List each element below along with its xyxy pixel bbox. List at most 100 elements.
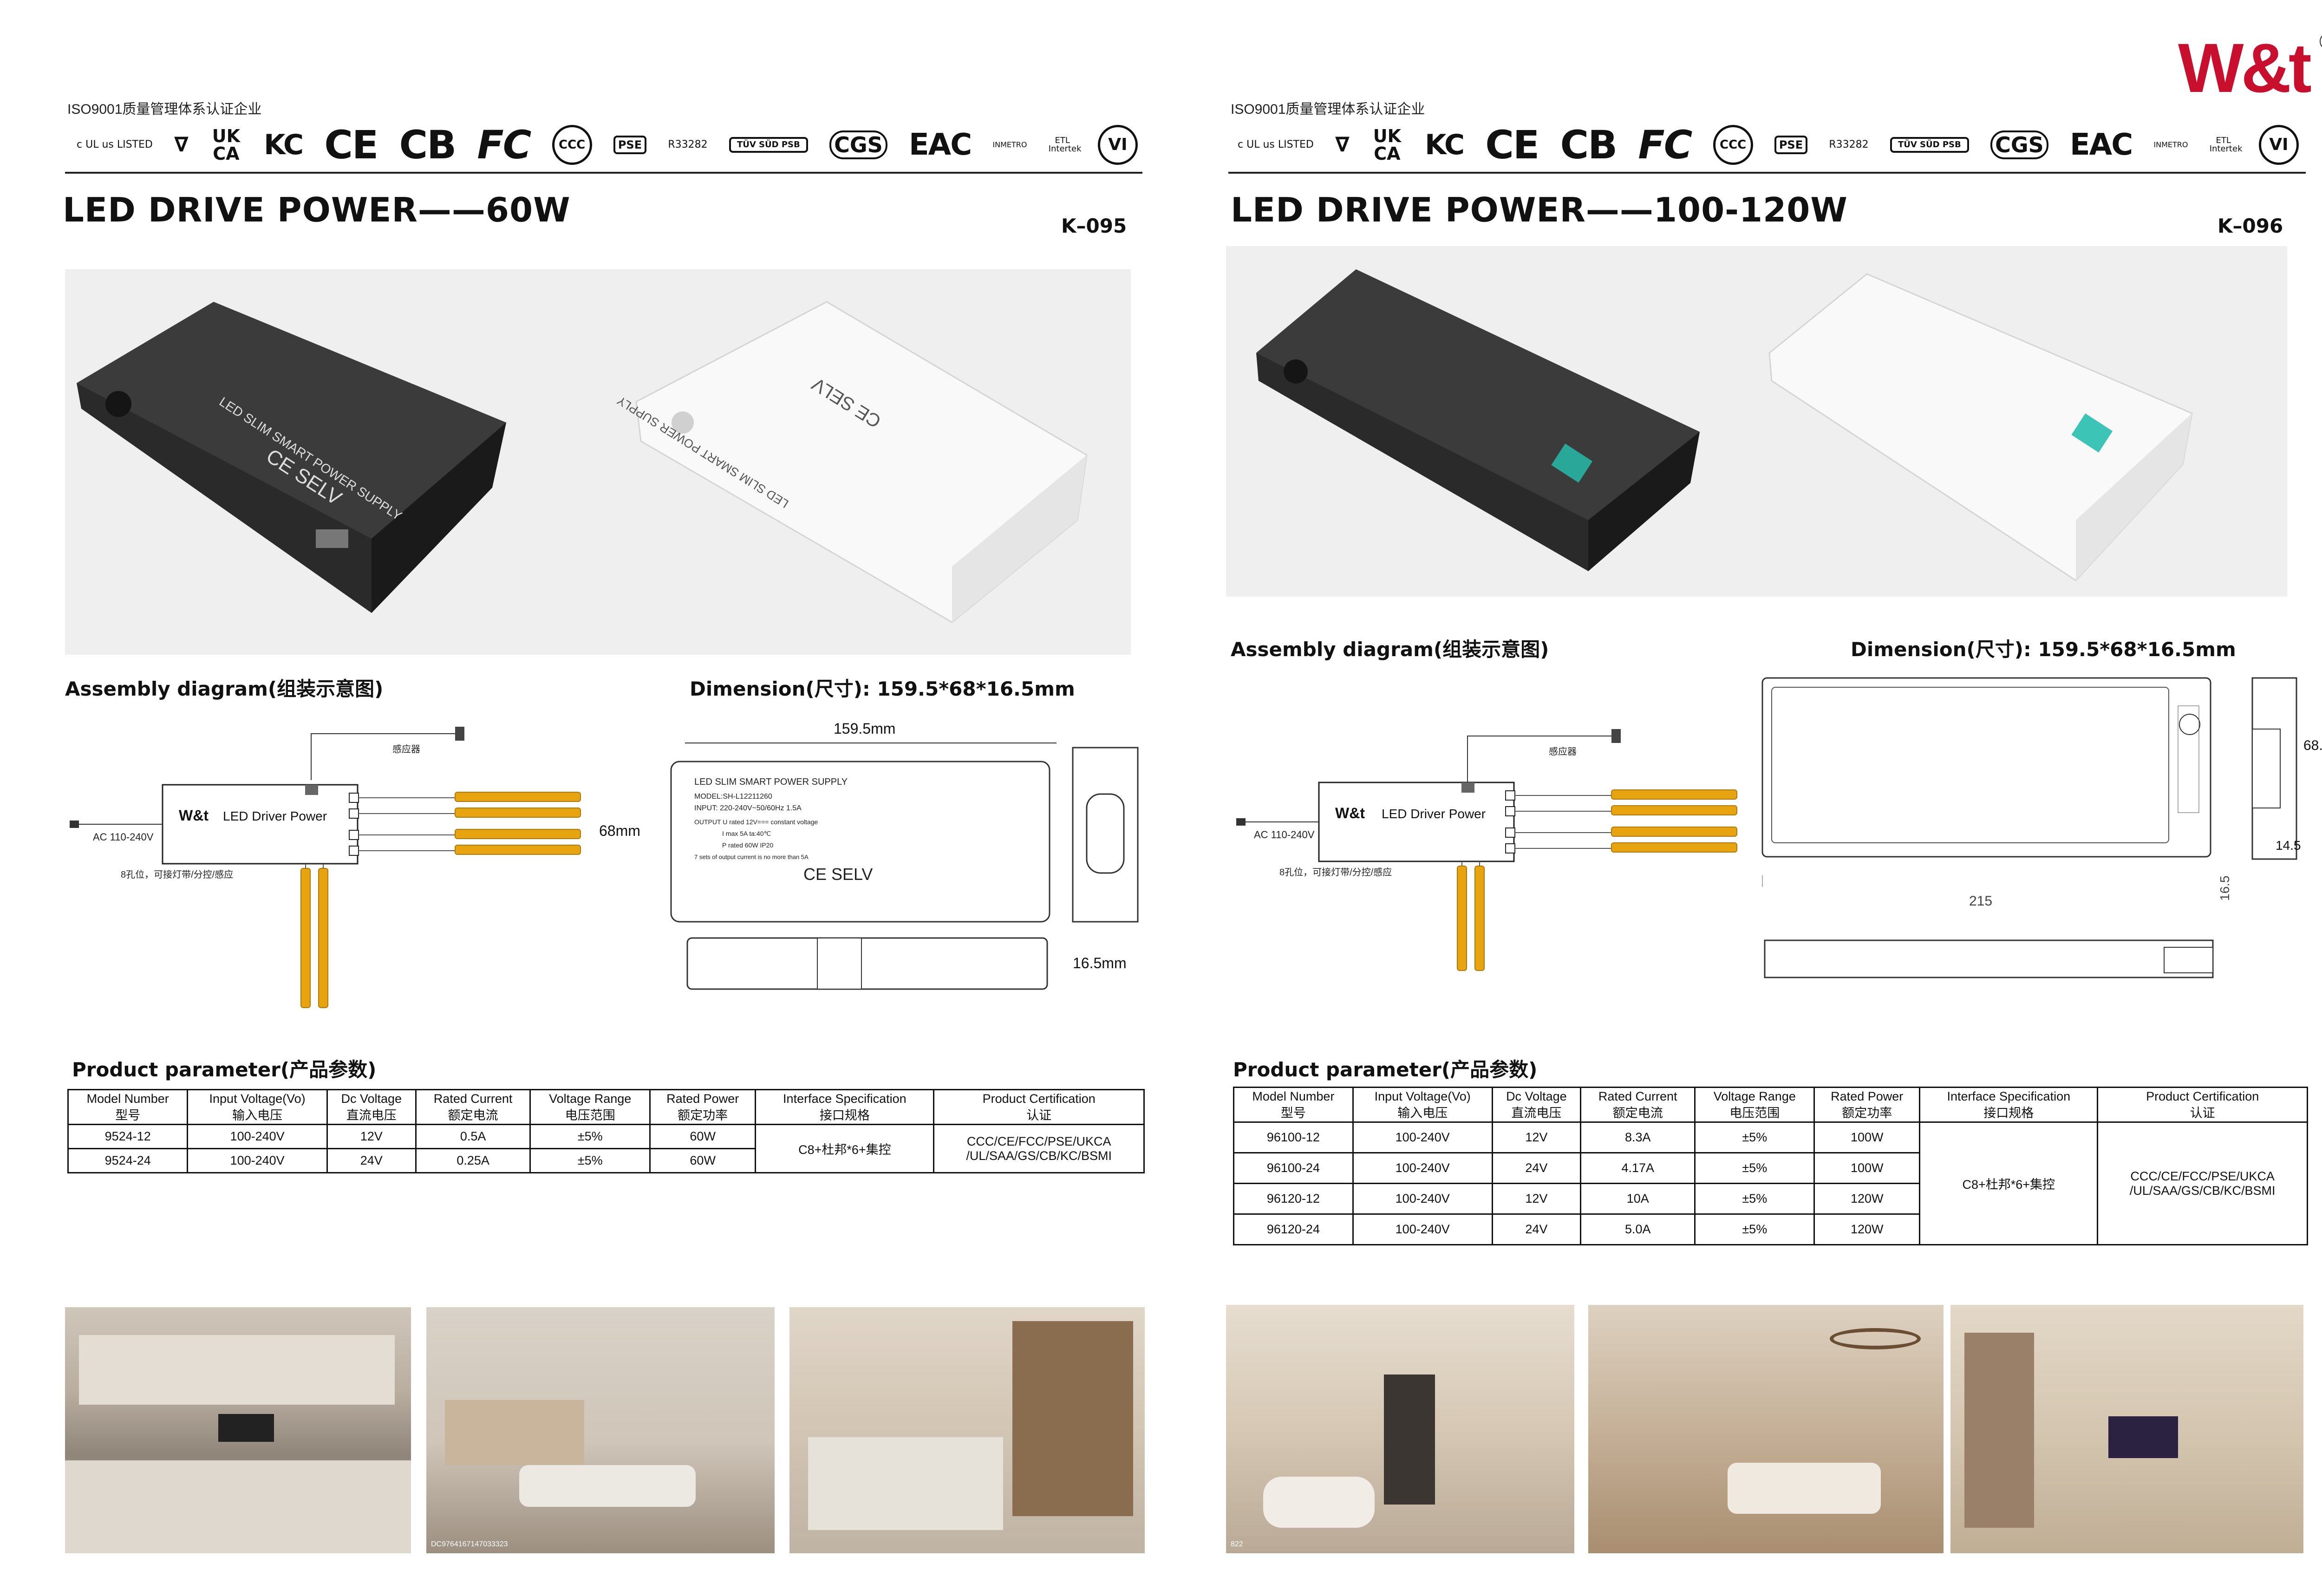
assembly-title-left: Assembly diagram(组装示意图) (65, 677, 384, 700)
black-driver-unit-large (1256, 269, 1700, 571)
table-row: 96100-12 100-240V 12V 8.3A ±5% 100W C8+杜… (1233, 1121, 2308, 1245)
ccc-icon: CCC (552, 125, 592, 165)
svg-text:LED SLIM SMART POWER SUPPLY: LED SLIM SMART POWER SUPPLY (694, 777, 848, 787)
driver-label: LED Driver Power (1382, 807, 1486, 821)
driver-box (162, 784, 359, 865)
sensor-label: 感应器 (1549, 746, 1577, 757)
cb-icon: CB (399, 122, 457, 168)
led-strips-vertical (300, 868, 328, 1008)
svg-text:I max 5A ta:40℃: I max 5A ta:40℃ (722, 830, 771, 837)
length-label: 215 (1969, 893, 1992, 909)
cert-row-right: c UL us LISTED ∇ UK CA KC CE CB FC CCC P… (1238, 122, 2299, 168)
white-driver-unit-large (1768, 273, 2193, 581)
inmetro-icon: INMETRO (2153, 140, 2188, 149)
height-label: 68mm (599, 822, 640, 839)
ul-listed-icon: c UL us LISTED (1238, 139, 1314, 150)
assembly-title-right: Assembly diagram(组装示意图) (1231, 638, 1549, 661)
iso-statement-right: ISO9001质量管理体系认证企业 (1231, 102, 1425, 117)
driver-label: LED Driver Power (223, 809, 327, 823)
led-strips-vertical (1457, 866, 1485, 971)
width-label: 159.5mm (834, 720, 895, 737)
black-driver-unit: LED SLIM SMART POWER SUPPLY CE SELV (77, 302, 506, 613)
ac-label: AC 110-240V (93, 831, 154, 843)
vi-icon: VI (2258, 125, 2299, 165)
svg-text:MODEL:SH-L12211260: MODEL:SH-L12211260 (694, 793, 772, 801)
param-title-right: Product parameter(产品参数) (1233, 1058, 1538, 1081)
cert-row-left: c UL us LISTED ∇ UK CA KC CE CB FC CCC P… (77, 122, 1138, 168)
room-caption-left: DC9764167147033323 (431, 1540, 508, 1548)
page-title-left: LED DRIVE POWER——60W (63, 190, 571, 229)
pse-icon: PSE (613, 136, 647, 154)
fc-icon: FC (1638, 122, 1692, 168)
certification-cell: CCC/CE/FCC/PSE/UKCA/UL/SAA/GS/CB/KC/BSMI (933, 1124, 1145, 1173)
room-photo-living-2 (1588, 1305, 1944, 1553)
iso-statement-left: ISO9001质量管理体系认证企业 (67, 102, 262, 117)
table-row: 9524-12 100-240V 12V 0.5A ±5% 60W C8+杜邦*… (67, 1124, 1145, 1173)
room-caption-right: 822 (1231, 1540, 1243, 1548)
room-photo-tv-wall (1950, 1305, 2303, 1553)
room-photo-kitchen-2 (789, 1307, 1145, 1553)
thickness-label: 16.5 (2218, 876, 2232, 901)
assembly-note: 8孔位，可接灯带/分控/感应 (121, 869, 233, 880)
product-code-left: K–095 (1061, 215, 1127, 237)
interface-cell: C8+杜邦*6+集控 (755, 1124, 935, 1173)
cb-icon: CB (1560, 122, 1618, 168)
tuv-psb-icon: TÜV SÜD PSB (729, 137, 808, 153)
room-photo-hallway: 822 (1226, 1305, 1574, 1553)
room-photo-living-1: DC9764167147033323 (426, 1307, 775, 1553)
ac-label: AC 110-240V (1254, 829, 1315, 840)
driver-box (1318, 782, 1515, 862)
svg-text:INPUT: 220-240V~50/60Hz 1.5A: INPUT: 220-240V~50/60Hz 1.5A (694, 804, 802, 812)
ukca-triangle-icon: ∇ (1335, 133, 1350, 156)
divider-left (65, 172, 1142, 174)
divider-right (1228, 172, 2306, 174)
white-driver-unit: LED SLIM SMART POWER SUPPLY CE SELV (614, 301, 1088, 623)
param-title-left: Product parameter(产品参数) (72, 1058, 377, 1081)
ukca-icon: UK CA (1373, 126, 1402, 164)
ukca-triangle-icon: ∇ (174, 133, 189, 156)
room-photo-kitchen-1 (65, 1307, 411, 1553)
cgs-icon: CGS (1990, 130, 2048, 159)
top-view (670, 761, 1050, 923)
thickness-label: 16.5mm (1073, 955, 1127, 971)
driver-logo: W&t (179, 807, 209, 824)
table-row: 96100-24 100-240V 24V 4.17A ±5% 100W (1233, 1152, 2308, 1184)
page-title-right: LED DRIVE POWER——100-120W (1231, 190, 1848, 229)
svg-text:P rated 60W IP20: P rated 60W IP20 (722, 841, 773, 849)
ukca-icon: UK CA (212, 126, 241, 164)
dimension-title-left: Dimension(尺寸): 159.5*68*16.5mm (690, 677, 1075, 700)
saa-icon: R33282 (1829, 139, 1869, 150)
svg-text:7 sets of output current is no: 7 sets of output current is no more than… (694, 853, 809, 860)
depth-label: 14.5 (2276, 838, 2301, 853)
saa-icon: R33282 (668, 139, 708, 150)
col-input: Input Voltage(Vo)输入电压 (187, 1089, 328, 1125)
dimension-title-right: Dimension(尺寸): 159.5*68*16.5mm (1851, 638, 2236, 661)
tuv-psb-icon: TÜV SÜD PSB (1890, 137, 1969, 153)
kc-icon: KC (1425, 129, 1465, 161)
sensor-icon (455, 727, 464, 741)
table-row: 9524-24 100-240V 24V 0.25A ±5% 60W (67, 1148, 1144, 1173)
ac-plug-icon (1236, 818, 1246, 826)
assembly-diagram-left: 感应器 W&t LED Driver Power AC 110-240V 8孔位… (70, 727, 581, 1008)
kc-icon: KC (264, 129, 304, 161)
pse-icon: PSE (1774, 136, 1808, 154)
assembly-diagram-right: 感应器 W&t LED Driver Power AC 110-240V 8孔位… (1236, 729, 1737, 971)
table-row: 96120-12 100-240V 12V 10A ±5% 120W (1233, 1183, 2308, 1215)
assembly-note: 8孔位，可接灯带/分控/感应 (1279, 867, 1392, 878)
